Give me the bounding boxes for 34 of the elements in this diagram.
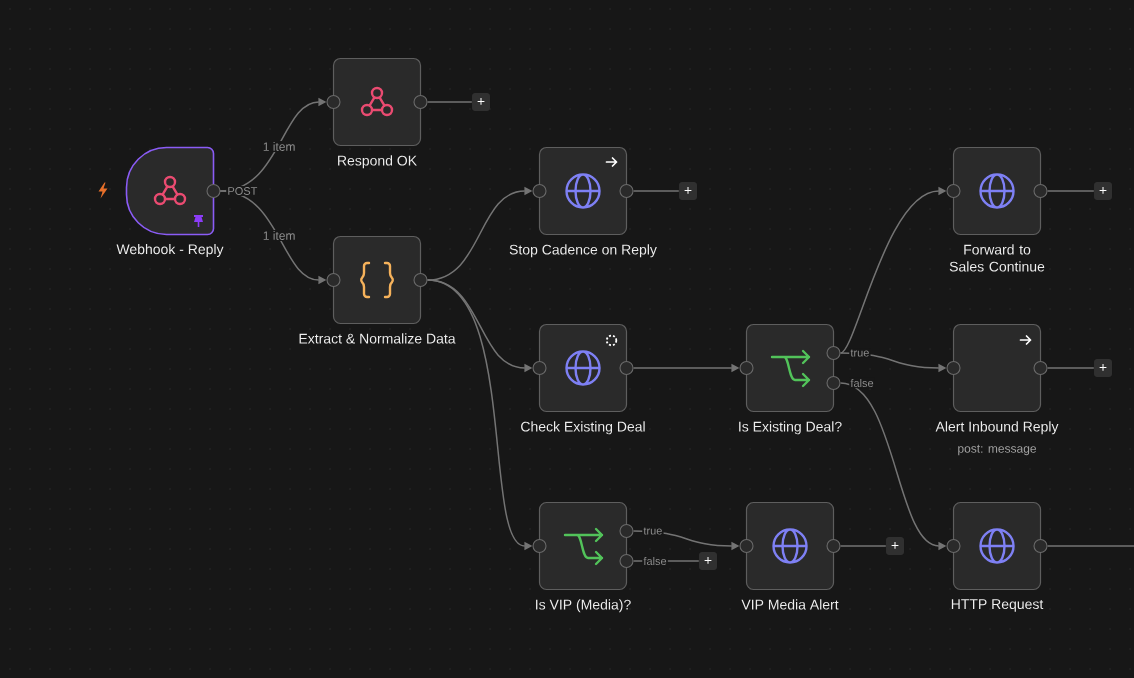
node-label: Extract & Normalize Data	[299, 333, 456, 344]
workflow-node: Alert Inbound Reply	[935, 323, 1059, 435]
edge-label: false	[642, 555, 668, 567]
add-button: +	[699, 552, 717, 570]
node-label: Alert Inbound Reply	[935, 421, 1059, 435]
node-label: Stop Cadence on Reply	[509, 244, 657, 258]
add-button: +	[886, 537, 904, 555]
workflow-node: VIP Media Alert	[739, 501, 841, 610]
workflow-node: Check Existing Deal	[521, 323, 645, 435]
workflow-node: Respond OK	[326, 57, 428, 169]
add-button: +	[472, 93, 490, 111]
node-label: Forward to Sales Continue	[949, 244, 1045, 272]
condition-node: Is Existing Deal?	[739, 323, 842, 435]
workflow-node: HTTP Request	[946, 501, 1048, 612]
add-button: +	[1094, 359, 1112, 377]
node-label: Is Existing Deal?	[739, 421, 842, 435]
node-label: VIP Media Alert	[741, 599, 839, 610]
node-label: HTTP Request	[951, 599, 1044, 612]
node-label: Webhook - Reply	[116, 243, 224, 257]
port-label: POST	[226, 185, 259, 197]
workflow-node: Forward to Sales Continue	[946, 146, 1048, 272]
node-subtitle: post: message	[958, 444, 1037, 456]
workflow-node: Stop Cadence on Reply	[509, 146, 657, 258]
workflow-node: Extract & Normalize Data	[299, 235, 456, 344]
node-label: Respond OK	[338, 155, 417, 169]
condition-node: Is VIP (Media)?	[532, 501, 634, 613]
edge-label: true	[849, 348, 871, 358]
edge-label: false	[849, 377, 875, 389]
add-button: +	[679, 182, 697, 200]
node-label: Is VIP (Media)?	[536, 599, 631, 613]
add-button: +	[1094, 182, 1112, 200]
edge-label: true	[642, 526, 664, 536]
trigger-node: Webhook - Reply	[116, 146, 224, 257]
node-label: Check Existing Deal	[521, 421, 645, 435]
